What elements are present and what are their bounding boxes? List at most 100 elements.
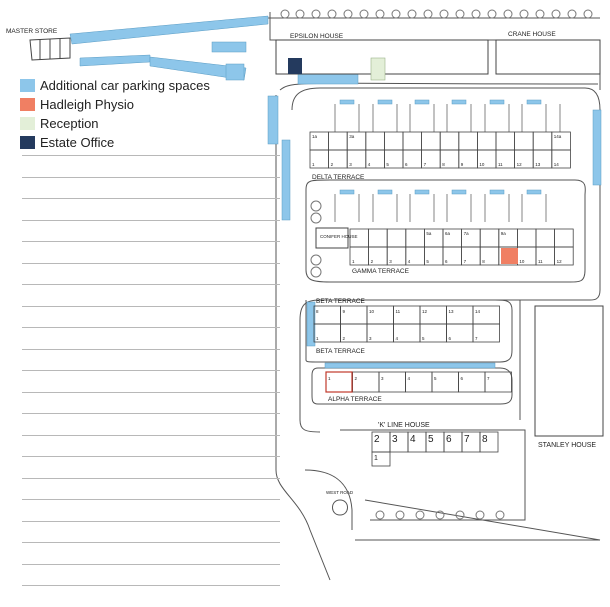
legend-swatch-parking [20,79,35,92]
alpha-unit [325,371,353,393]
delta-unit-number: 1 [312,162,315,167]
k-line-lower-unit-number: 1 [374,455,378,462]
delta-unit-number: 13 [535,162,541,167]
label-beta-terrace-bottom: BETA TERRACE [316,348,366,355]
delta-unit-number: 2 [331,162,334,167]
delta-upper-unit [365,131,385,151]
conifer-trees [310,200,322,278]
gamma-unit-number: 7 [464,259,467,264]
parking-master-road [69,15,269,45]
tree-row [280,9,593,520]
parking-road-right [592,109,602,186]
note-line [22,563,280,565]
label-stanley-house: STANLEY HOUSE [538,442,596,449]
parking-road-left [267,95,279,145]
beta-upper-unit-number: 10 [369,309,375,314]
delta-unit-number: 5 [386,162,389,167]
gamma-unit-number: 10 [519,259,525,264]
k-line-unit [479,431,499,453]
alpha-unit-number: 5 [434,376,437,381]
beta-lower-unit-number: 6 [449,336,452,341]
beta-lower-unit-number: 7 [475,336,478,341]
delta-upper-unit [458,131,478,151]
alpha-unit-number: 4 [408,376,411,381]
delta-unit-number: 8 [442,162,445,167]
delta-upper-unit [439,131,460,151]
note-line [22,284,280,285]
estate-office-marker [288,58,302,74]
legend-swatch-physio [20,98,35,111]
gamma-unit-number: 2 [371,259,374,264]
k-line-unit-number: 4 [410,434,416,445]
notes-lines [22,155,280,607]
beta-lower-unit-number: 1 [316,336,319,341]
gamma-upper-unit [479,228,500,248]
delta-unit-number: 4 [368,162,371,167]
stanley-house [534,305,604,437]
gamma-unit-number: 5 [426,259,429,264]
note-line [22,456,280,457]
gamma-upper-unit-number: 7a [464,231,470,236]
note-line [22,198,280,199]
gamma-upper-unit-number: 5a [426,231,432,236]
delta-unit-number: 3 [349,162,352,167]
gamma-unit-number: 11 [538,259,543,264]
crane-house [495,39,601,75]
k-line-unit-number: 2 [374,434,380,445]
beta-upper-unit-number: 12 [422,309,428,314]
note-line [22,434,280,436]
gamma-upper-unit [554,228,574,248]
alpha-unit-number: 6 [461,376,464,381]
delta-upper-unit [383,131,404,151]
legend-swatch-reception [20,117,35,130]
note-line [22,348,280,350]
gamma-unit-number: 8 [482,259,485,264]
parking-block-b [225,63,245,81]
hadleigh-physio-marker [501,248,518,264]
delta-unit-number: 12 [517,162,523,167]
legend-item-physio: Hadleigh Physio [20,95,210,114]
k-line-unit-number: 5 [428,434,434,445]
delta-unit [551,149,571,169]
legend-swatch-estate-office [20,136,35,149]
k-line-lower-unit [371,451,391,467]
delta-unit-number: 9 [461,162,464,167]
delta-unit-number: 11 [498,162,503,167]
note-line [22,477,280,479]
label-epsilon-house: EPSILON HOUSE [290,33,344,40]
parking-block-a [211,41,247,53]
alpha-unit [378,371,406,393]
gamma-upper-unit [535,228,556,248]
delta-upper-unit [495,131,516,151]
parking-epsilon-row [297,73,359,85]
note-line [22,585,280,586]
delta-upper-unit-number: 1a [312,134,318,139]
legend-item-estate-office: Estate Office [20,133,210,152]
label-delta-terrace: DELTA TERRACE [312,174,365,181]
parking-bays [334,104,561,222]
note-line [22,391,280,393]
gamma-unit-number: 1 [352,259,355,264]
gamma-upper-unit-number: 9a [501,231,507,236]
road-outlines [266,12,601,581]
gamma-upper-unit [405,228,425,248]
beta-lower-unit-number: 5 [422,336,425,341]
delta-unit-number: 10 [479,162,485,167]
alpha-unit-number: 1 [328,376,331,381]
alpha-unit [458,371,486,393]
alpha-unit-number: 3 [381,376,384,381]
map-legend: Additional car parking spaces Hadleigh P… [20,76,210,152]
label-west-road: WEST ROAD [326,490,354,495]
conifer-house [315,227,349,249]
delta-unit-number: 14 [554,162,560,167]
alpha-unit [431,371,459,393]
k-line-unit-number: 7 [464,434,470,445]
legend-label-estate-office: Estate Office [40,135,115,150]
beta-lower-unit-number: 4 [396,336,399,341]
